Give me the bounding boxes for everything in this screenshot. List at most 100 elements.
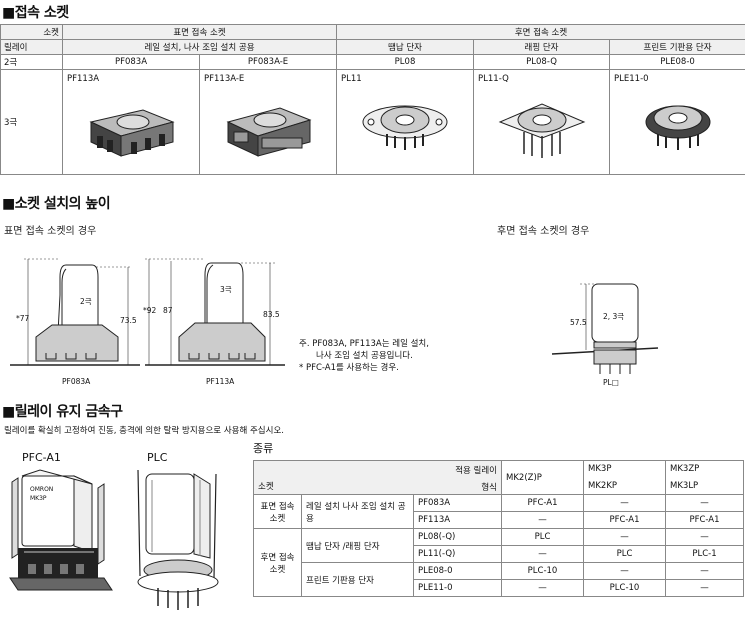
fig2-dim-left1: *92 [143,306,157,315]
height-figure-back-socket [551,283,659,374]
sub-wrap: 래핑 단자 [473,39,611,55]
corner-relay: 릴레이 [0,39,63,55]
table-cell: PFC-A1 [583,511,666,529]
fig2-relay-label: 3극 [220,285,232,294]
table-cell: — [665,562,744,580]
table-cell: PL08 [336,54,475,70]
hdr-socket: 소켓 [258,482,274,492]
table-cell: PLC-10 [501,562,584,580]
table-cell: PF083A-E [198,54,338,70]
row2-label: 2극 [0,54,63,70]
table-cell: PL11(-Q) [413,545,502,563]
table-cell: — [665,494,744,512]
fig1-dim-left: *77 [16,314,30,323]
sub-pcb: 프린트 기판용 단자 [301,562,414,597]
col-mk3zb: MK3LP [665,477,744,495]
group-back: 후면 접속 소켓 [336,24,745,40]
table-cell: — [665,579,744,597]
group-back: 후면 접속 소켓 [253,528,302,597]
hdr-type: 형식 [481,483,497,493]
holder-table: 적용 릴레이 형식 소켓 MK2(Z)P MK3P MK3ZP MK2KP MK… [253,460,744,597]
sub-solder: 땜납 단자 /래핑 단자 [301,528,414,563]
hdr-apply: 적용 릴레이 [455,466,497,476]
socket-cell-pf113a: PF113A [62,69,200,175]
col-mk2: MK2(Z)P [501,460,584,495]
fig1-dim-right: 73.5 [120,316,137,325]
height-figure-pf083a [10,258,140,366]
socket-name: PF113A-E [204,74,245,84]
fig3-relay-label: 2, 3극 [603,312,625,321]
socket-cell-pf113a-e: PF113A-E [198,69,338,175]
socket-name: PL11-Q [478,74,509,84]
table-cell: — [501,579,584,597]
table-cell: PFC-A1 [501,494,584,512]
socket-cell-pl11: PL11 [336,69,475,175]
back-socket-wrap-image [498,103,585,158]
table-cell: PLC-10 [583,579,666,597]
img2-label: PLC [147,451,168,464]
table-cell: PF083A [413,494,502,512]
note-line-3: * PFC-A1를 사용하는 경우. [299,363,399,373]
table-cell: PLC [501,528,584,546]
front-caption: 표면 접속 소켓의 경우 [4,226,97,237]
sub-front: 레일 설치, 나사 조임 설치 공용 [61,39,338,55]
table-cell: PL08(-Q) [413,528,502,546]
header-corner: 적용 릴레이 형식 소켓 [253,460,502,495]
table-cell: PLE08-0 [413,562,502,580]
table-cell: — [665,528,744,546]
img1-text2: MK3P [30,495,47,502]
back-socket-solder-image [362,105,448,150]
table-cell: PLC [583,545,666,563]
height-figure-pf113a [145,258,285,366]
section-title-height: ■소켓 설치의 높이 [2,196,111,212]
note-line-1: 주. PF083A, PF113A는 레일 설치, [299,339,429,349]
table-cell: PF083A [62,54,200,70]
row3-label: 3극 [0,69,63,175]
table-cell: PLE08-0 [609,54,745,70]
fig2-dim-left2: 87 [163,306,173,315]
fig3-dim-left: 57.5 [570,318,587,327]
pfc-a1-clip-image [9,469,113,591]
section-title-holder: ■릴레이 유지 금속구 [2,404,123,420]
sub-rail: 레일 설치 나사 조임 설치 공용 [301,494,414,529]
socket-name: PL11 [341,74,362,84]
sub-pcb: 프린트 기판용 단자 [609,39,745,55]
table-cell: — [583,494,666,512]
table-cell: — [583,528,666,546]
col-mk3b: MK2KP [583,477,666,495]
table-cell: PLE11-0 [413,579,502,597]
img1-text1: OMRON [30,486,54,493]
rail-socket-finger-safe-image [226,107,312,157]
col-mk3a: MK3P [583,460,666,478]
table-cell: PL08-Q [473,54,611,70]
socket-cell-ple11-0: PLE11-0 [609,69,745,175]
note-line-2: 나사 조임 설치 공용입니다. [316,351,413,361]
table-cell: — [583,562,666,580]
group-front: 표면 접속 소켓 [61,24,338,40]
group-front: 표면 접속 소켓 [253,494,302,529]
table-cell: — [501,511,584,529]
socket-name: PF113A [67,74,100,84]
socket-cell-pl11-q: PL11-Q [473,69,611,175]
table-cell: PF113A [413,511,502,529]
socket-table: 소켓 표면 접속 소켓 후면 접속 소켓 릴레이 레일 설치, 나사 조임 설치… [0,24,745,175]
plc-clip-image [137,469,219,610]
fig2-dim-right: 83.5 [263,310,280,319]
socket-name: PLE11-0 [614,74,649,84]
holder-description: 릴레이를 확실히 고정하여 진동, 충격에 의한 탈락 방지용으로 사용해 주십… [4,426,284,436]
table-cell: PFC-A1 [665,511,744,529]
fig3-name: PL□ [603,378,619,387]
kind-title: 종류 [253,442,274,455]
sub-solder: 땜납 단자 [336,39,475,55]
back-caption: 후면 접속 소켓의 경우 [497,226,590,237]
table-cell: PLC-1 [665,545,744,563]
fig1-name: PF083A [62,377,91,386]
img1-label: PFC-A1 [22,451,61,464]
corner-socket: 소켓 [0,24,63,40]
fig1-relay-label: 2극 [80,297,92,306]
section-title-sockets: ■접속 소켓 [2,5,69,21]
rail-socket-image [89,109,175,157]
table-cell: — [501,545,584,563]
back-socket-pcb-image [645,105,711,150]
fig2-name: PF113A [206,377,235,386]
